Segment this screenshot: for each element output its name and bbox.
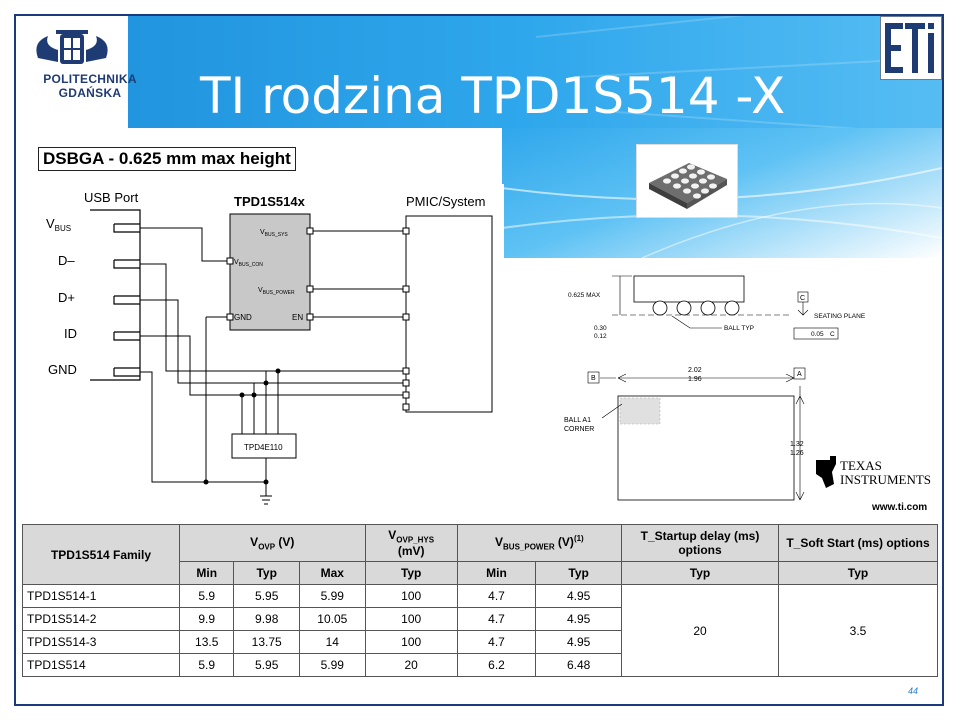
package-label: DSBGA - 0.625 mm max height: [38, 147, 296, 171]
cell: 6.2: [456, 653, 537, 677]
pin-en: EN: [292, 313, 303, 322]
pin-gnd-label: GND: [48, 362, 77, 377]
startup-delay-value: 20: [621, 584, 779, 677]
cell: 4.7: [456, 584, 537, 608]
vbus-power-header: VBUS_POWER (V)(1): [456, 524, 623, 562]
package-top-view: B 2.02 1.96 A 1.32 1.26 BALL A1 CORNER: [564, 367, 806, 501]
pin-id-label: ID: [64, 326, 77, 341]
tvs-label: TPD4E110: [244, 443, 283, 452]
ball-a1-label: BALL A1: [564, 417, 591, 424]
cell: 4.7: [456, 607, 537, 631]
cell: 10.05: [299, 607, 366, 631]
subheader-typ: Typ: [364, 561, 458, 585]
cell: 13.5: [178, 630, 235, 654]
soft-start-value: 3.5: [778, 584, 938, 677]
cell: 100: [364, 584, 458, 608]
header-band: [16, 16, 942, 128]
cell: 9.9: [178, 607, 235, 631]
height-min: 1.26: [790, 450, 804, 457]
row-name: TPD1S514-1: [22, 584, 180, 608]
datum-a: A: [797, 371, 802, 378]
table-row: TPD1S514-3 13.5 13.75 14 100 4.7 4.95: [22, 630, 938, 654]
row-name: TPD1S514-2: [22, 607, 180, 631]
ti-line1: TEXAS: [840, 458, 882, 473]
startup-delay-header: T_Startup delay (ms) options: [621, 524, 779, 562]
cell: 5.99: [299, 653, 366, 677]
row-name: TPD1S514-3: [22, 630, 180, 654]
slide-title: TI rodzina TPD1S514 -X: [200, 67, 786, 125]
vovp-hys-header: VOVP_HYS(mV): [364, 524, 458, 562]
cell: 9.98: [233, 607, 300, 631]
cell: 4.95: [535, 584, 622, 608]
cell: 20: [364, 653, 458, 677]
cell: 14: [299, 630, 366, 654]
texas-instruments-logo: TEXAS INSTRUMENTS: [812, 452, 932, 497]
vovp-header: VOVP (V): [179, 524, 366, 562]
subheader-min: Min: [178, 561, 235, 585]
table-header-row: TPD1S514 Family VOVP (V) VOVP_HYS(mV) VB…: [22, 524, 938, 585]
cell: 5.99: [299, 584, 366, 608]
subheader-typ: Typ: [778, 561, 938, 585]
cell: 5.9: [178, 653, 235, 677]
pin-dminus-label: D–: [58, 253, 75, 268]
corner-label: CORNER: [564, 426, 594, 433]
ti-line2: INSTRUMENTS: [840, 472, 931, 487]
ball-typ-label: BALL TYP: [724, 325, 754, 332]
pin-vbus-sys: VBUS_SYS: [260, 229, 288, 238]
pin-vbus-power: VBUS_POWER: [258, 287, 295, 296]
width-max: 2.02: [688, 367, 702, 374]
logo-text-line2: GDAŃSKA: [58, 86, 122, 100]
cell: 5.95: [233, 653, 300, 677]
cell: 100: [364, 607, 458, 631]
cell: 4.95: [535, 630, 622, 654]
soft-start-header: T_Soft Start (ms) options: [778, 524, 938, 562]
pin-vbus-con: VBUS_CON: [234, 259, 263, 268]
subheader-max: Max: [299, 561, 366, 585]
pmic-label: PMIC/System: [406, 194, 485, 209]
family-table-wrapper: TPD1S514 Family VOVP (V) VOVP_HYS(mV) VB…: [22, 524, 938, 677]
family-table: TPD1S514 Family VOVP (V) VOVP_HYS(mV) VB…: [22, 524, 938, 677]
cell: 4.95: [535, 607, 622, 631]
cell: 4.7: [456, 630, 537, 654]
dsbga-chip-image: [636, 144, 738, 218]
pin-dplus-label: D+: [58, 290, 75, 305]
cell: 5.9: [178, 584, 235, 608]
usb-port-label: USB Port: [84, 190, 139, 205]
datum-c: C: [800, 295, 805, 302]
subheader-typ: Typ: [621, 561, 779, 585]
subheader-min: Min: [456, 561, 537, 585]
eti-logo: [880, 16, 942, 80]
schematic-and-mechanical-diagram: USB Port VBUS D– D+ ID GND TPD1S514x VBU…: [38, 184, 940, 518]
tolerance-datum: C: [830, 331, 835, 338]
chip-label: TPD1S514x: [234, 194, 306, 209]
subheader-typ: Typ: [233, 561, 300, 585]
pin-gnd: GND: [234, 313, 252, 322]
ti-url: www.ti.com: [872, 502, 928, 513]
cell: 5.95: [233, 584, 300, 608]
standoff-min: 0.12: [594, 333, 607, 340]
standoff-max: 0.30: [594, 325, 607, 332]
cell: 6.48: [535, 653, 622, 677]
row-name: TPD1S514: [22, 653, 180, 677]
max-height-label: 0.625 MAX: [568, 292, 601, 299]
tolerance-value: 0.05: [811, 331, 824, 338]
table-row: TPD1S514 5.9 5.95 5.99 20 6.2 6.48: [22, 653, 938, 677]
logo-text-line1: POLITECHNIKA: [43, 72, 137, 86]
politechnika-logo: POLITECHNIKA GDAŃSKA: [18, 28, 136, 124]
cell: 100: [364, 630, 458, 654]
package-side-view: 0.625 MAX 0.30 0.12 BALL TYP C SEATING P…: [568, 275, 866, 340]
height-max: 1.32: [790, 441, 804, 448]
seating-plane-label: SEATING PLANE: [814, 313, 866, 320]
datum-b: B: [591, 375, 596, 382]
cell: 13.75: [233, 630, 300, 654]
table-row: TPD1S514-1 5.9 5.95 5.99 100 4.7 4.95 20…: [22, 584, 938, 677]
subheader-typ: Typ: [535, 561, 622, 585]
page-number: 44: [908, 686, 919, 696]
width-min: 1.96: [688, 376, 702, 383]
family-header: TPD1S514 Family: [22, 524, 180, 585]
